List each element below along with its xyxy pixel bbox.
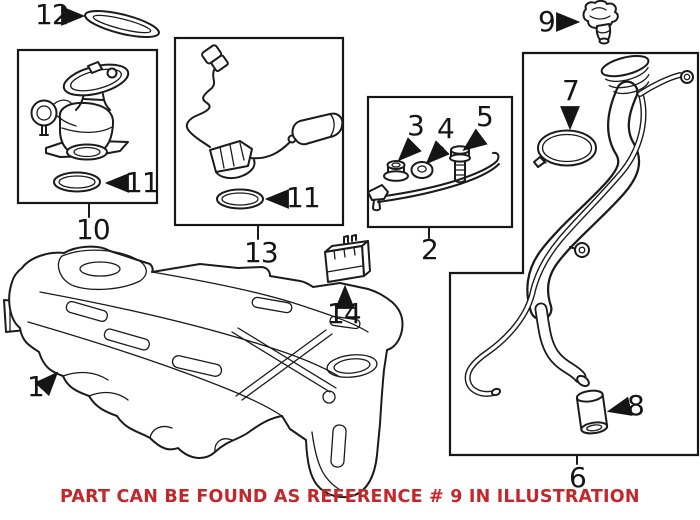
- part-10-fuel-pump-assembly: [30, 61, 130, 161]
- callout-8: 8: [627, 389, 645, 422]
- part-3-grommet: [383, 160, 409, 182]
- callout-10: 10: [76, 213, 111, 246]
- part-11-seal-ring-a: [53, 171, 101, 193]
- callout-9: 9: [538, 5, 556, 38]
- part-8-hose-piece: [575, 389, 609, 435]
- part-13-level-sensor: [185, 44, 344, 180]
- reference-note: PART CAN BE FOUND AS REFERENCE # 9 IN IL…: [60, 487, 640, 507]
- box-strap-kit: [366, 95, 514, 229]
- callout-11a: 11: [125, 166, 160, 199]
- callout-13: 13: [244, 236, 279, 269]
- part-6-filler-pipe: [464, 55, 694, 397]
- part-1-fuel-tank: [3, 245, 404, 499]
- callout-14: 14: [327, 297, 362, 330]
- callout-7: 7: [562, 74, 580, 107]
- part-11-seal-ring-b: [216, 188, 264, 210]
- part-7-hose-clamp: [533, 129, 597, 168]
- callout-arrow-4: [425, 140, 450, 165]
- callout-arrow-3: [397, 137, 422, 162]
- callout-arrow-8: [606, 396, 633, 416]
- callout-5: 5: [476, 100, 494, 133]
- callout-3: 3: [407, 109, 425, 142]
- box-pump-module: [16, 48, 159, 205]
- callout-2: 2: [421, 233, 439, 266]
- part-2-tank-strap: [367, 151, 500, 212]
- callout-arrow-1: [34, 371, 59, 397]
- callout-12: 12: [35, 0, 70, 31]
- callout-1: 1: [27, 370, 45, 403]
- callout-4: 4: [437, 112, 455, 145]
- callout-arrow-5: [462, 128, 488, 151]
- callout-6: 6: [569, 461, 587, 494]
- part-9-cap: [582, 0, 619, 45]
- part-14-control-module: [324, 234, 371, 283]
- box-filler-pipe: [448, 51, 700, 457]
- part-4-bushing: [410, 161, 434, 179]
- callout-11b: 11: [286, 181, 321, 214]
- part-12-gasket-ring: [84, 9, 160, 39]
